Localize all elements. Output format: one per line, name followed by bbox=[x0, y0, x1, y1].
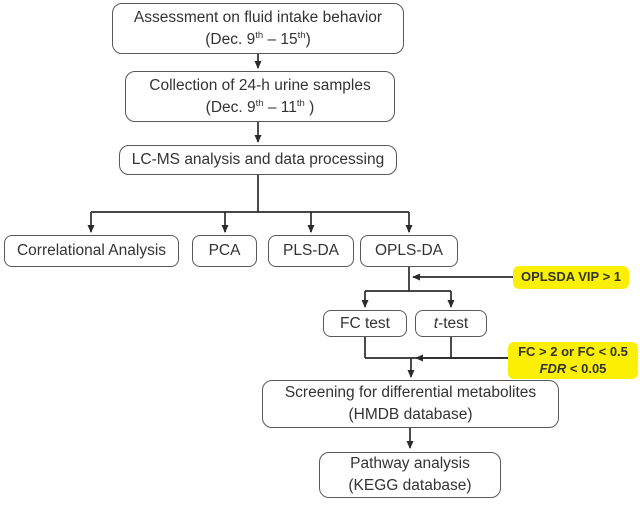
pathway-subtitle: (KEGG database) bbox=[348, 477, 472, 494]
fc-test-box: FC test bbox=[323, 310, 407, 337]
screening-subtitle: (HMDB database) bbox=[348, 406, 473, 423]
fc-fdr-threshold-note: FC > 2 or FC < 0.5 FDR < 0.05 bbox=[508, 342, 638, 379]
screening-title: Screening for differential metabolites bbox=[284, 384, 537, 401]
collection-date-close: ) bbox=[304, 98, 315, 116]
pathway-box: Pathway analysis (KEGG database) bbox=[319, 452, 501, 498]
lcms-box: LC-MS analysis and data processing bbox=[119, 145, 397, 175]
assessment-title: Assessment on fluid intake behavior bbox=[133, 8, 383, 26]
fdr-threshold-rest: < 0.05 bbox=[566, 360, 607, 376]
collection-date-mid: – 11 bbox=[263, 98, 297, 116]
fc-threshold-text: FC > 2 or FC < 0.5 bbox=[518, 343, 628, 359]
t-test-title: t-test bbox=[434, 313, 468, 335]
fc-test-title: FC test bbox=[340, 314, 390, 332]
lcms-title: LC-MS analysis and data processing bbox=[131, 151, 385, 168]
pca-box: PCA bbox=[192, 235, 257, 267]
t-test-box: t-test bbox=[415, 310, 487, 337]
collection-box: Collection of 24-h urine samples (Dec. 9… bbox=[125, 71, 395, 122]
fdr-threshold-text: FDR < 0.05 bbox=[540, 361, 607, 378]
screening-box: Screening for differential metabolites (… bbox=[262, 380, 559, 428]
plsda-title: PLS-DA bbox=[283, 242, 339, 259]
collection-date-sup2: th bbox=[296, 97, 305, 109]
t-test-italic: t bbox=[433, 314, 439, 332]
collection-date: (Dec. 9th – 11th ) bbox=[206, 97, 315, 119]
collection-title: Collection of 24-h urine samples bbox=[149, 76, 371, 94]
vip-threshold-text: OPLSDA VIP > 1 bbox=[520, 269, 622, 285]
correlational-analysis-box: Correlational Analysis bbox=[4, 235, 179, 267]
assessment-date-sup2: th bbox=[297, 29, 306, 41]
pca-title: PCA bbox=[208, 242, 241, 259]
assessment-date-sup1: th bbox=[255, 29, 264, 41]
oplsda-box: OPLS-DA bbox=[360, 235, 458, 267]
t-test-rest: -test bbox=[438, 314, 469, 332]
assessment-date-open: (Dec. 9 bbox=[205, 30, 256, 48]
correlational-analysis-title: Correlational Analysis bbox=[16, 242, 167, 259]
assessment-date-mid: – 15 bbox=[263, 30, 298, 48]
pathway-title: Pathway analysis bbox=[350, 455, 470, 472]
vip-threshold-note: OPLSDA VIP > 1 bbox=[513, 266, 629, 289]
assessment-date-close: ) bbox=[305, 30, 311, 48]
collection-date-sup1: th bbox=[255, 97, 264, 109]
fdr-threshold-italic: FDR bbox=[539, 360, 567, 376]
plsda-box: PLS-DA bbox=[268, 235, 354, 267]
assessment-box: Assessment on fluid intake behavior (Dec… bbox=[112, 3, 404, 54]
assessment-date: (Dec. 9th – 15th) bbox=[205, 29, 311, 51]
oplsda-title: OPLS-DA bbox=[374, 242, 444, 259]
collection-date-open: (Dec. 9 bbox=[205, 98, 256, 116]
